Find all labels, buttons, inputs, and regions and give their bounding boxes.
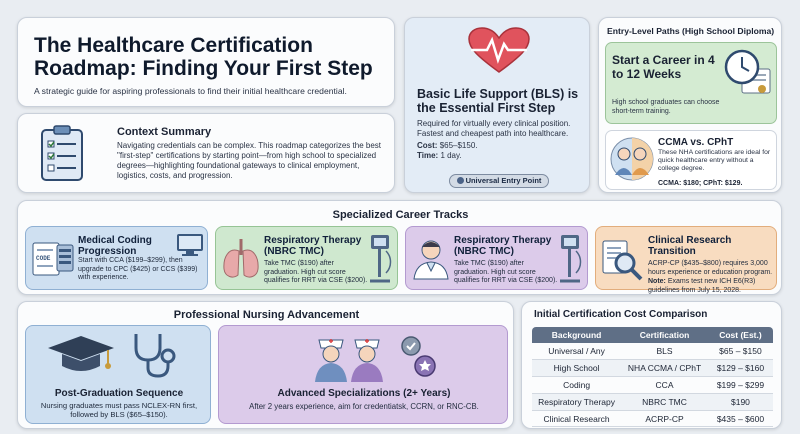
cell-certification: NBRC TMC [621,393,708,411]
table-row: Clinical Research ACRP-CP $435 – $600 [532,410,773,428]
cell-cost: $199 – $299 [707,376,773,394]
track-respiratory-1: Respiratory Therapy (NBRC TMC) Take TMC … [215,226,398,290]
title-card: The Healthcare Certification Roadmap: Fi… [17,17,395,107]
cell-cost: $65 – $150 [707,343,773,361]
bls-card: Basic Life Support (BLS) is the Essentia… [404,17,590,193]
table-row: Universal / Any BLS $65 – $150 [532,343,773,361]
career-start-box: Start a Career in 4 to 12 Weeks High sch… [605,42,777,124]
cost-heading: Initial Certification Cost Comparison [534,309,708,320]
ventilator-icon [556,233,584,290]
cell-background: Coding [532,376,622,394]
ccma-cpht-box: CCMA vs. CPhT These NHA certifications a… [605,130,777,190]
cost-table-wrap: Background Certification Cost (Est.) Uni… [532,327,773,428]
ccma-body: These NHA certifications are ideal for q… [658,149,771,173]
lungs-icon [221,237,261,286]
cell-certification: CCA [621,376,708,394]
track-body: ACRP-CP ($435–$800) requires 3,000 hours… [648,260,773,276]
cell-background: High School [532,359,622,378]
context-body: Navigating credentials can be complex. T… [117,141,381,180]
medal-icon [399,334,439,385]
cell-background: Respiratory Therapy [532,393,622,411]
cost-comparison-card: Initial Certification Cost Comparison Ba… [521,301,782,429]
badge-dot-icon [456,177,464,184]
entry-heading: Entry-Level Paths (High School Diploma) [607,26,775,36]
ventilator-icon [366,233,394,290]
cost-table-header: Background Certification Cost (Est.) [532,327,773,343]
nursing-heading: Professional Nursing Advancement [173,309,360,321]
track-body: Take TMC ($190) after graduation. High c… [264,260,368,285]
magnifier-document-icon [601,239,643,286]
adv-body: After 2 years experience, aim for creden… [249,402,479,411]
cell-background: Clinical Research [532,410,622,428]
page-subtitle: A strategic guide for aspiring professio… [34,86,347,96]
cell-cost: $129 – $160 [707,359,773,378]
track-medical-coding: CODE Medical Coding Progression Start wi… [25,226,208,290]
heartbeat-icon [467,26,531,81]
track-title: Respiratory Therapy (NBRC TMC) [264,235,362,257]
track-clinical-research: Clinical Research Transition ACRP-CP ($4… [595,226,777,294]
col-certification: Certification [621,327,708,343]
track-respiratory-2: Respiratory Therapy (NBRC TMC) Take TMC … [405,226,588,290]
stethoscope-icon [128,330,178,385]
clock-icon [724,49,772,104]
post-graduation-box: Post-Graduation Sequence Nursing graduat… [25,325,211,424]
track-body: Take TMC ($190) after graduation. High c… [454,260,558,285]
table-row: Coding CCA $199 – $299 [532,376,773,394]
doctor-icon [412,237,450,286]
universal-entry-badge: Universal Entry Point [449,174,549,188]
cell-background: Universal / Any [532,343,622,361]
table-row: Respiratory Therapy NBRC TMC $190 [532,393,773,411]
code-document-icon: CODE [31,239,75,284]
context-summary-card: Context Summary Navigating credentials c… [17,113,395,193]
code-label: CODE [36,255,51,262]
cell-certification: BLS [621,343,708,361]
track-title: Respiratory Therapy (NBRC TMC) [454,235,552,257]
ccma-cost: CCMA: $180; CPhT: $129. [658,180,743,187]
cell-certification: NHA CCMA / CPhT [621,359,708,378]
track-title: Medical Coding Progression [78,235,152,257]
career-tracks-card: Specialized Career Tracks CODE [17,200,782,295]
ccma-title: CCMA vs. CPhT [658,137,734,148]
entry-level-card: Entry-Level Paths (High School Diploma) … [598,17,782,193]
post-grad-title: Post-Graduation Sequence [54,388,184,399]
post-grad-body: Nursing graduates must pass NCLEX-RN fir… [40,401,198,419]
page-title-line1: The Healthcare Certification [34,34,313,57]
bls-cost: Cost: $65–$150. [417,141,478,150]
monitor-icon [176,233,204,262]
career-body: High school graduates can choose short-t… [612,99,720,115]
checklist-icon [32,124,92,189]
track-title: Clinical Research Transition [648,235,732,257]
nursing-card: Professional Nursing Advancement Post-Gr… [17,301,514,429]
career-title: Start a Career in 4 to 12 Weeks [612,53,715,81]
track-body: Start with CCA ($199–$299), then upgrade… [78,257,198,282]
col-background: Background [532,327,622,343]
bls-time: Time: 1 day. [417,151,462,160]
context-title: Context Summary [117,126,212,138]
nurses-icon [311,332,391,389]
table-row: High School NHA CCMA / CPhT $129 – $160 [532,359,773,378]
bls-body: Required for virtually every clinical po… [417,119,571,138]
page-title-line2: Roadmap: Finding Your First Step [34,57,373,80]
medical-staff-icon [610,137,654,186]
col-cost: Cost (Est.) [707,327,773,343]
cell-certification: ACRP-CP [621,410,708,428]
advanced-specializations-box: Advanced Specializations (2+ Years) Afte… [218,325,508,424]
cell-cost: $435 – $600 [707,410,773,428]
adv-title: Advanced Specializations (2+ Years) [277,388,451,399]
graduation-cap-icon [46,332,116,381]
cell-cost: $190 [707,393,773,411]
cost-table: Background Certification Cost (Est.) Uni… [532,327,773,428]
tracks-heading: Specialized Career Tracks [332,209,469,221]
track-note: Note: Exams test new ICH E6(R3) guidelin… [648,278,756,294]
bls-title: Basic Life Support (BLS) is the Essentia… [417,87,579,115]
